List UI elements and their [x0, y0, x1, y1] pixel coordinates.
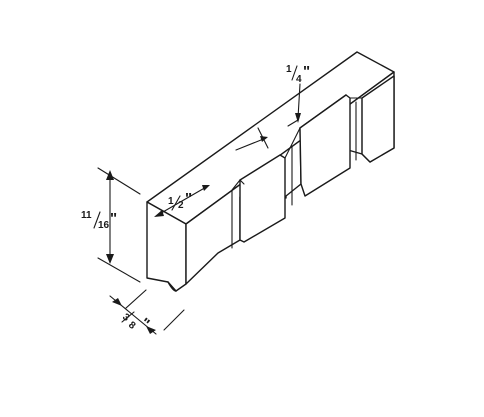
- profile-notch: [167, 281, 177, 292]
- slot-line-1: [231, 179, 245, 191]
- dimension-groove-middle: [235, 127, 269, 151]
- groove-width-unit: ": [185, 190, 192, 207]
- height-unit: ": [110, 210, 117, 227]
- dimension-groove-width: 1 2 ": [154, 185, 210, 217]
- height-denominator: 16: [98, 220, 110, 231]
- slot-spacing-numerator: 1: [286, 64, 292, 75]
- dimension-slot-spacing: 1 4 ": [286, 63, 310, 127]
- dentil-block-1: [239, 154, 286, 243]
- thickness-numerator: 3: [120, 312, 132, 324]
- slot-line-3: [349, 97, 363, 155]
- groove-width-numerator: 1: [168, 196, 174, 207]
- dimension-height: 11 16 ": [81, 167, 141, 283]
- thickness-denominator: 8: [126, 320, 138, 332]
- height-whole: 11: [81, 210, 92, 221]
- groove-width-denominator: 2: [178, 200, 184, 211]
- slot-spacing-unit: ": [303, 63, 310, 80]
- slot-spacing-denominator: 4: [296, 74, 302, 85]
- dimension-thickness: 3 8 ": [109, 289, 185, 335]
- dentil-block-2: [299, 94, 351, 197]
- slot-line-2: [284, 127, 301, 159]
